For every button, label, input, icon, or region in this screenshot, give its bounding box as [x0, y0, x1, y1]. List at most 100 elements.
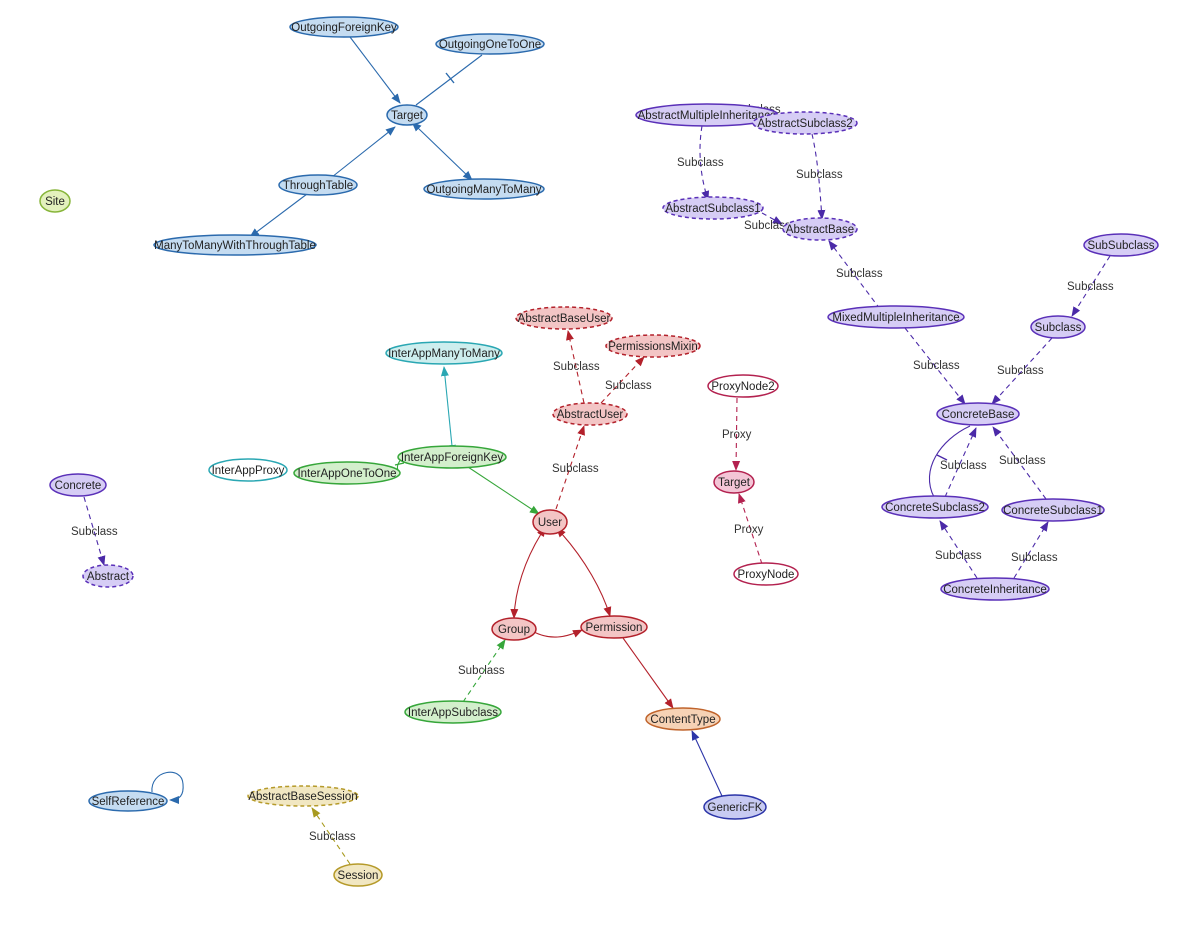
node-mixedmultipleinheritance[interactable]: MixedMultipleInheritance [827, 305, 965, 329]
node-label: Abstract [87, 571, 130, 583]
node-permission[interactable]: Permission [580, 615, 648, 639]
edge-label: Subclass [913, 360, 960, 372]
node-label: AbstractSubclass2 [757, 118, 852, 130]
node-label: ConcreteSubclass1 [1003, 505, 1103, 517]
node-label: Target [391, 110, 424, 122]
node-concretebase[interactable]: ConcreteBase [936, 402, 1020, 426]
node-permissionsmixin[interactable]: PermissionsMixin [605, 334, 701, 358]
edge-user-permission [556, 527, 612, 617]
node-abstractsubclass2[interactable]: AbstractSubclass2 [752, 111, 858, 135]
edge-label: Subclass [71, 526, 118, 538]
node-concretesubclass2[interactable]: ConcreteSubclass2 [881, 495, 989, 519]
edge-as1-ab [761, 212, 783, 225]
node-proxynode2[interactable]: ProxyNode2 [707, 374, 779, 398]
edge-label: Subclass [744, 220, 791, 232]
node-abstractbaseuser[interactable]: AbstractBaseUser [515, 306, 613, 330]
node-subsubclass[interactable]: SubSubclass [1083, 233, 1159, 257]
node-subclass[interactable]: Subclass [1030, 315, 1086, 339]
node-contenttype[interactable]: ContentType [645, 707, 721, 731]
node-abstractsubclass1[interactable]: AbstractSubclass1 [662, 196, 764, 220]
edge-concrete-abstract [83, 496, 106, 566]
node-outgoingonetoone[interactable]: OutgoingOneToOne [435, 33, 545, 55]
node-label: AbstractBaseSession [248, 791, 357, 803]
node-label: OutgoingManyToMany [426, 184, 541, 196]
node-proxynode[interactable]: ProxyNode [733, 562, 799, 586]
node-shape [1030, 315, 1086, 339]
node-label: AbstractMultipleInheritance [638, 110, 777, 122]
node-group[interactable]: Group [491, 617, 537, 641]
node-label: SelfReference [92, 796, 165, 808]
node-label: InterAppManyToMany [388, 348, 500, 360]
node-shape [662, 196, 764, 220]
node-abstractbasesession[interactable]: AbstractBaseSession [247, 785, 359, 807]
node-outgoingmanytomany[interactable]: OutgoingManyToMany [423, 178, 545, 200]
edge-user-group [510, 526, 546, 619]
node-selfreference[interactable]: SelfReference [88, 790, 168, 812]
node-genericfk[interactable]: GenericFK [703, 794, 767, 820]
node-shape [703, 794, 767, 820]
node-shape [404, 700, 502, 724]
node-shape [491, 617, 537, 641]
node-concreteinheritance[interactable]: ConcreteInheritance [940, 577, 1050, 601]
node-label: User [538, 517, 562, 529]
edge-proxynode-target [738, 493, 763, 565]
node-abstractmultipleinheritance[interactable]: AbstractMultipleInheritance [635, 103, 779, 127]
node-shape [733, 562, 799, 586]
node-label: AbstractUser [557, 409, 624, 421]
node-shape [605, 334, 701, 358]
node-shape [752, 111, 858, 135]
node-shape [940, 577, 1050, 601]
node-interappsubclass[interactable]: InterAppSubclass [404, 700, 502, 724]
node-targetblue[interactable]: Target [386, 104, 428, 126]
edge-labels: Subclass Subclass Subclass Subclass Subc… [71, 104, 1114, 843]
edge-label: Subclass [677, 157, 724, 169]
node-session[interactable]: Session [333, 863, 383, 887]
edge-ci-cs1 [1013, 521, 1049, 579]
edge-session-abstractbasesession [311, 807, 351, 865]
node-label: Permission [586, 622, 643, 634]
node-label: ConcreteBase [942, 409, 1015, 421]
node-outgoingforeignkey[interactable]: OutgoingForeignKey [289, 16, 399, 38]
node-label: AbstractBase [786, 224, 854, 236]
node-label: Subclass [1035, 322, 1082, 334]
node-shape [645, 707, 721, 731]
edge-throughtable-target [331, 126, 396, 178]
node-concretesubclass1[interactable]: ConcreteSubclass1 [1001, 498, 1105, 522]
node-interappforeignkey[interactable]: InterAppForeignKey [397, 445, 507, 469]
edge-label: Subclass [1011, 552, 1058, 564]
edge-interappfk-user [467, 466, 540, 515]
node-abstractuser[interactable]: AbstractUser [552, 402, 628, 426]
node-site[interactable]: Site [39, 189, 71, 213]
edge-group-permission [525, 627, 583, 638]
node-manytomanywiththroughtable[interactable]: ManyToManyWithThroughTable [153, 234, 317, 256]
node-shape [153, 234, 317, 256]
node-shape [936, 402, 1020, 426]
one-to-one-tick [445, 72, 455, 84]
node-shape [713, 470, 755, 494]
node-throughtable[interactable]: ThroughTable [278, 174, 358, 196]
node-interapponetoone[interactable]: InterAppOneToOne [293, 461, 401, 485]
node-interappmanytomany[interactable]: InterAppManyToMany [385, 341, 503, 365]
node-shape [827, 305, 965, 329]
node-shape [1001, 498, 1105, 522]
node-shape [385, 341, 503, 365]
edge-throughtable-manytomany [249, 193, 308, 238]
node-abstract[interactable]: Abstract [82, 564, 134, 588]
edge-subclass-concretebase [991, 337, 1053, 405]
nodes: OutgoingForeignKeyOutgoingOneToOneTarget… [39, 16, 1159, 887]
edge-label: Subclass [935, 550, 982, 562]
node-concrete[interactable]: Concrete [49, 473, 107, 497]
node-shape [49, 473, 107, 497]
node-user[interactable]: User [532, 509, 568, 535]
node-label: Session [338, 870, 379, 882]
node-interappproxy[interactable]: InterAppProxy [208, 458, 288, 482]
node-shape [707, 374, 779, 398]
node-label: OutgoingOneToOne [439, 39, 541, 51]
node-label: ConcreteSubclass2 [885, 502, 985, 514]
node-abstractbase[interactable]: AbstractBase [782, 217, 858, 241]
node-targetmaroon[interactable]: Target [713, 470, 755, 494]
node-shape [247, 785, 359, 807]
one-to-one-tick-cb [936, 454, 948, 461]
node-label: Concrete [55, 480, 102, 492]
